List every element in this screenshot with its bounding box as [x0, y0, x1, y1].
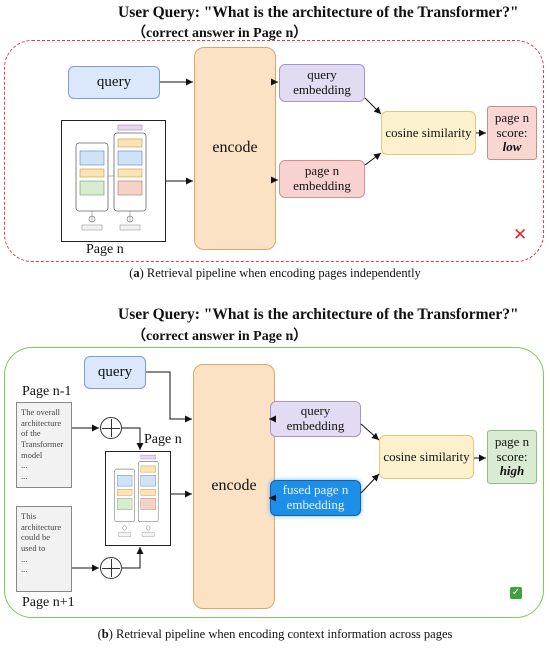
- panel-b-fused-embedding: fused page n embedding: [270, 480, 361, 516]
- panel-b-caption-text: Retrieval pipeline when encoding context…: [112, 627, 453, 641]
- panel-a-caption: (a) Retrieval pipeline when encoding pag…: [129, 266, 421, 280]
- panel-b-score-box: page n score: high: [487, 430, 537, 484]
- panel-b-score-label: page n score:: [494, 433, 530, 464]
- panel-a-caption-letter: a: [133, 266, 140, 280]
- panel-b-current-page-label: Page n: [144, 432, 182, 447]
- panel-a-page-label: Page n: [86, 242, 124, 257]
- panel-b-page-thumbnail: [105, 451, 171, 546]
- panel-b-prev-page-doc: The overall architecture of the Transfor…: [16, 402, 72, 488]
- panel-a-correct-answer: （correct answer in Page n）: [132, 26, 308, 41]
- plus-circle-icon: [100, 557, 122, 579]
- panel-b-next-page-label: Page n+1: [22, 595, 75, 610]
- panel-a-page-thumbnail: [61, 120, 166, 242]
- panel-a-cosine-similarity: cosine similarity: [381, 111, 476, 155]
- panel-b-score-value: high: [499, 463, 525, 479]
- panel-a-frame: [4, 40, 544, 262]
- x-mark-icon: ✕: [513, 225, 528, 245]
- panel-a-encode-label: encode: [212, 139, 258, 157]
- panel-b-frame: [4, 347, 544, 618]
- panel-b-caption: (b) Retrieval pipeline when encoding con…: [97, 627, 453, 641]
- panel-b-next-page-doc: This architecture could be used to ... .…: [16, 506, 72, 592]
- panel-a-score-label: page n score:: [494, 109, 530, 140]
- transformer-architecture-figure: [114, 454, 159, 537]
- panel-b-user-query: User Query: "What is the architecture of…: [118, 306, 519, 323]
- panel-a-query-box: query: [68, 66, 160, 99]
- panel-a-cosine-label: cosine similarity: [385, 124, 472, 140]
- panel-b-cosine-label: cosine similarity: [383, 448, 470, 464]
- panel-a-caption-text: Retrieval pipeline when encoding pages i…: [143, 266, 421, 280]
- plus-circle-icon: [100, 417, 122, 439]
- panel-b-query-box: query: [84, 356, 146, 389]
- panel-a-query-embedding: query embedding: [279, 64, 365, 102]
- transformer-architecture-figure: [75, 124, 147, 231]
- panel-b-cosine-similarity: cosine similarity: [379, 435, 474, 479]
- panel-a-user-query: User Query: "What is the architecture of…: [118, 4, 519, 21]
- check-mark-icon: ✓: [510, 587, 522, 599]
- panel-b-prev-page-label: Page n-1: [22, 384, 72, 399]
- panel-b-caption-letter: b: [101, 627, 109, 641]
- panel-a-score-value: low: [502, 139, 522, 155]
- panel-a-query-label: query: [96, 73, 132, 90]
- panel-a-page-embedding: page n embedding: [279, 160, 365, 198]
- panel-a-encode-box: encode: [194, 47, 276, 250]
- panel-b-query-embedding: query embedding: [270, 401, 361, 437]
- panel-b-query-label: query: [97, 363, 133, 380]
- panel-a-score-box: page n score: low: [487, 106, 537, 160]
- panel-b-encode-box: encode: [193, 364, 275, 609]
- panel-b-encode-label: encode: [211, 477, 257, 495]
- panel-b-correct-answer: （correct answer in Page n）: [132, 329, 308, 344]
